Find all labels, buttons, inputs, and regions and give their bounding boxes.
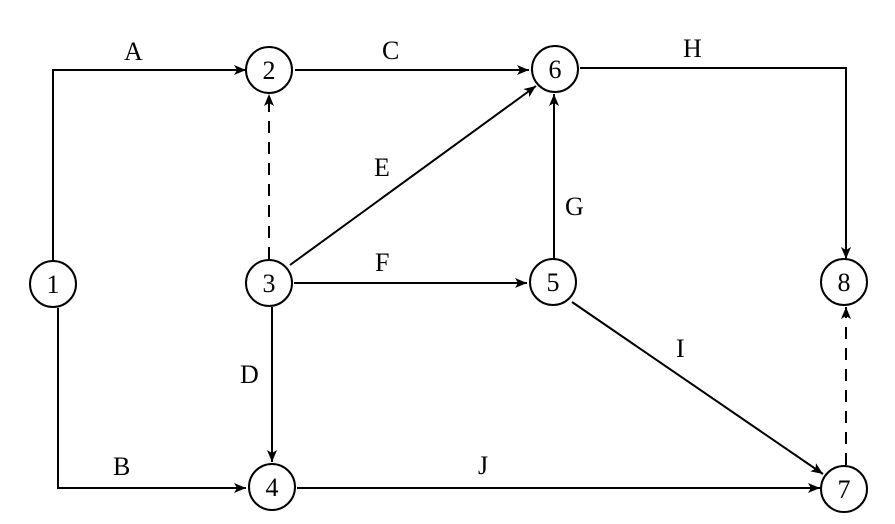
edge-E: E: [289, 85, 537, 266]
node-3: 3: [245, 259, 293, 307]
edge-A: A: [52, 37, 246, 262]
edge-H: H: [580, 34, 851, 259]
edge-label-I: I: [676, 334, 685, 363]
node-label-8: 8: [838, 268, 851, 297]
edge-label-C: C: [382, 36, 399, 65]
node-5: 5: [529, 258, 577, 306]
edge-label-A: A: [124, 37, 143, 66]
edge-label-B: B: [113, 452, 130, 481]
node-8: 8: [820, 258, 868, 306]
edge-D: D: [240, 307, 277, 462]
node-label-1: 1: [47, 270, 60, 299]
edge-F: F: [294, 248, 527, 288]
node-7: 7: [820, 465, 868, 513]
node-label-5: 5: [547, 268, 560, 297]
edge-label-J: J: [478, 451, 488, 480]
edge-label-G: G: [565, 192, 584, 221]
node-6: 6: [531, 45, 579, 93]
node-label-3: 3: [263, 269, 276, 298]
node-1: 1: [29, 260, 77, 308]
edge-I: I: [571, 301, 824, 475]
edge-G: G: [549, 94, 584, 259]
node-2: 2: [245, 46, 293, 94]
node-4: 4: [248, 463, 296, 511]
node-label-4: 4: [266, 473, 279, 502]
edge-B: B: [57, 308, 246, 493]
node-label-2: 2: [263, 56, 276, 85]
edge-label-D: D: [240, 360, 259, 389]
edge-label-E: E: [374, 153, 390, 182]
edge-label-H: H: [683, 34, 702, 63]
edge-J: J: [297, 451, 820, 493]
node-label-6: 6: [549, 55, 562, 84]
node-label-7: 7: [838, 475, 851, 504]
edge-label-F: F: [375, 248, 389, 277]
edge-C: C: [295, 36, 529, 75]
